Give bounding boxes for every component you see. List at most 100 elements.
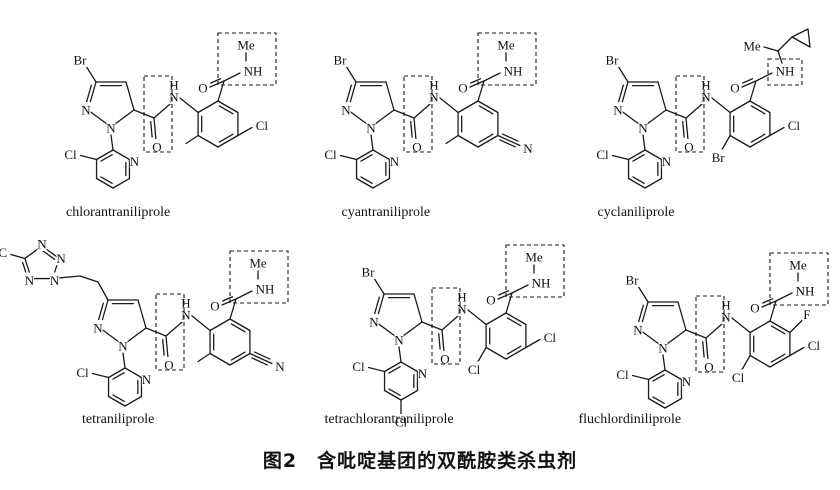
benzene-ring-bond [229, 352, 251, 366]
atom-label-bg [81, 102, 91, 117]
double-bond-line [41, 249, 56, 260]
ring-double-bond [506, 317, 522, 327]
benzene-ring-bond [769, 354, 791, 368]
atom-label-bg [623, 272, 641, 287]
amide-o-label: O [412, 140, 421, 155]
atom-label-bg [24, 272, 35, 288]
atom-label-bg [789, 257, 807, 272]
atom-label-bg [74, 364, 91, 380]
double-bond-line [410, 120, 413, 138]
double-bond-line [617, 84, 624, 106]
pyrazole-ring-bond [137, 299, 147, 329]
double-bond-line [762, 298, 774, 304]
pyridine-ring-bond [383, 389, 402, 401]
atom-label-bg [776, 63, 794, 78]
anilide-bond [711, 97, 731, 114]
atom-label-bg [429, 89, 439, 104]
atom-label-bg [614, 366, 631, 382]
amide-h-label: H [457, 290, 466, 305]
pyrazole-ring-bond [413, 293, 423, 323]
ring-double-bond [770, 325, 786, 335]
atom-label-bg [805, 337, 823, 353]
benzene-ring-bond [749, 100, 771, 114]
ring-double-bond [100, 153, 113, 162]
carbonyl-bond [441, 329, 445, 353]
bromo-label: Br [626, 273, 640, 288]
pyridine-ring-bond [644, 177, 663, 189]
atom-label-bg [704, 359, 714, 374]
atom-label-bg [394, 332, 404, 347]
carbonyl-bond [413, 117, 417, 141]
bond-line [637, 285, 649, 303]
atom-label-bg [658, 340, 668, 355]
secondary-amide-nh-label: NH [256, 282, 275, 297]
atom-label-bg [366, 120, 376, 135]
double-bond-line [501, 133, 519, 142]
pyridine-chloro-label: Cl [324, 147, 337, 162]
atom-label-bg [603, 52, 621, 67]
ortho-cl-label: Cl [468, 362, 481, 377]
bond-line [617, 65, 629, 83]
double-bond-line [222, 296, 234, 302]
pyridine-ring-bond [647, 397, 666, 409]
atom-label-bg [743, 38, 761, 53]
ring-double-bond [218, 133, 234, 143]
compound-name-1: chlorantraniliprole [66, 205, 171, 220]
pyridine-ring-bond [112, 177, 131, 189]
pyrazole-n2-label: N [93, 321, 103, 336]
compound-name-2: cyantraniliprole [341, 205, 431, 220]
amide-o-label: O [704, 360, 713, 375]
benzene-ring-bond [217, 100, 239, 114]
atom-label-bg [633, 322, 643, 337]
atom-label-bg [249, 255, 267, 270]
ring-double-bond [506, 345, 522, 355]
atom-label-bg [497, 37, 515, 52]
atom-label-bg [237, 37, 255, 52]
atom-label-bg [525, 249, 543, 264]
bond-line [223, 72, 241, 82]
benzene-ring-bond [485, 312, 507, 326]
ortho-br-label: Br [712, 150, 726, 165]
atom-label-bg [322, 146, 339, 162]
pyridine-ring-bond [627, 177, 646, 189]
n-aryl-bond [370, 134, 374, 151]
atom-label-bg [486, 292, 496, 307]
carbonyl-bond [153, 117, 157, 141]
pyridine-ring-bond [664, 397, 683, 409]
atom-label-bg [331, 52, 349, 67]
nitrile-bond [249, 352, 273, 365]
pyridine-chloro-label: Cl [616, 367, 629, 382]
atom-label-bg [681, 373, 692, 389]
benzene-ring-bond [217, 134, 239, 148]
methylene-bond [97, 281, 109, 301]
double-bond-line [150, 120, 153, 138]
bromo-label: Br [606, 53, 620, 68]
pyrazole-n1-label: N [658, 341, 668, 356]
pyrazole-n2-label: N [341, 103, 351, 118]
ring-double-bond [632, 153, 645, 162]
atom-label-bg [210, 298, 220, 313]
pyridine-n-label: N [682, 374, 692, 389]
pyridine-ring-bond [400, 361, 419, 373]
amide-highlight-box [695, 295, 725, 373]
secondary-amide-o-label: O [750, 301, 759, 316]
nh-highlight-box [767, 58, 803, 86]
atom-label-bg [465, 361, 483, 377]
atom-label-bg [457, 301, 467, 316]
secondary-carbonyl-bond [741, 80, 757, 88]
double-bond-line [637, 304, 644, 326]
atom-label-bg [181, 307, 191, 322]
pyridine-ring-bond [107, 367, 126, 379]
bond-line [769, 126, 785, 137]
methylene-bond [79, 275, 99, 283]
n-methyl-amide-highlight-box [769, 252, 829, 306]
pyrazole-n1-label: N [118, 339, 128, 354]
double-bond-line [742, 78, 754, 84]
n-methyl-label: Me [789, 258, 807, 273]
secondary-amide-bond [477, 80, 485, 102]
nitrile-n-label: N [275, 359, 285, 374]
atom-label-bg [169, 77, 179, 92]
pyridine-n-label: N [418, 366, 428, 381]
n-aryl-bond [398, 346, 402, 363]
tetrazole-n-label: N [50, 273, 60, 288]
